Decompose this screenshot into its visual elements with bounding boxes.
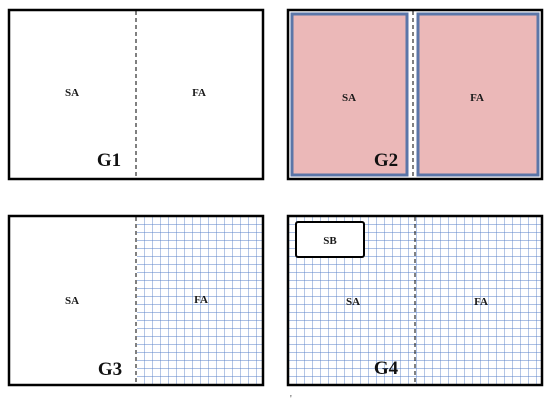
panel-g3-right-zone-grid [137,217,262,384]
panel-g2-right-zone-label: FA [470,92,484,104]
panel-g1: SA FA G1 [7,8,265,181]
panel-g1-left-zone-label: SA [65,87,79,99]
panel-g4-inset-box-label: SB [323,235,337,247]
panel-g2: SA FA G2 [286,8,544,181]
panel-g2-left-zone [290,12,409,177]
panel-g4-group-label: G4 [374,358,399,379]
panel-g4-frame [286,214,544,387]
panel-g4-inset-box [295,221,365,258]
panel-g3-left-zone-label: SA [65,295,79,307]
panel-g3-group-label: G3 [98,359,122,380]
panel-g1-frame [7,8,265,181]
panel-g2-right-zone [416,12,540,177]
panel-g2-left-zone-label: SA [342,92,356,104]
panel-g4-right-zone-label: FA [474,296,488,308]
panel-g1-group-label: G1 [97,150,121,171]
panel-g3-frame [7,214,265,387]
panel-g3-right-zone-label: FA [194,294,208,306]
panel-g3: SA FA G3 [7,214,265,387]
panel-g4: SB SA FA G4 [286,214,544,387]
footer-mark: ' [290,394,292,405]
panel-g2-group-label: G2 [374,150,398,171]
panel-g4-left-zone-label: SA [346,296,360,308]
panel-g1-right-zone-label: FA [192,87,206,99]
